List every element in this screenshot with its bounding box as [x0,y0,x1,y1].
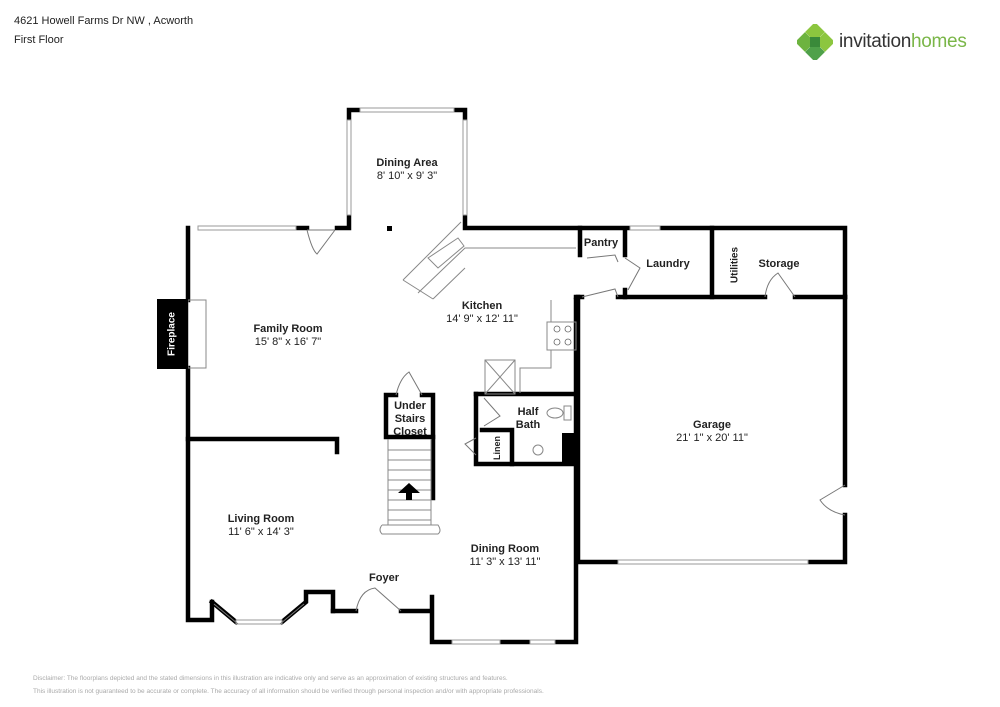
room-dims: 14' 9" x 12' 11" [446,313,518,325]
room-name-line1: Under [394,400,426,412]
brand-clover-icon [797,24,833,60]
room-name: Kitchen [461,300,503,312]
room-name: Dining Area [376,157,438,169]
room-name: Foyer [369,572,399,584]
disclaimer-line1: Disclaimer: The floorplans depicted and … [33,675,508,682]
room-dining-room: Dining Room 11' 3" x 13' 11" [470,543,541,569]
room-name: Garage [693,419,731,431]
room-dims: 21' 1" x 20' 11" [676,432,748,444]
room-name-line1: Half [517,406,539,418]
room-name: Pantry [583,237,619,249]
room-storage: Storage [759,258,800,271]
brand-name-part1: invitation [839,31,911,52]
room-name: Storage [758,258,800,270]
brand-logo: invitationhomes [797,24,967,60]
room-garage: Garage 21' 1" x 20' 11" [676,419,748,445]
room-name: Laundry [646,258,690,270]
room-under-stairs-closet: Under Stairs Closet [393,400,427,439]
room-linen: Linen [492,436,502,460]
room-dims: 15' 8" x 16' 7" [254,336,322,348]
room-family-room: Family Room 15' 8" x 16' 7" [253,323,322,349]
room-pantry: Pantry [584,237,618,250]
floor-label: First Floor [14,34,64,46]
room-name-line3: Closet [393,426,427,438]
fireplace-label: Fireplace [166,312,178,356]
room-laundry: Laundry [646,258,689,271]
room-dining-area: Dining Area 8' 10" x 9' 3" [376,157,437,183]
room-foyer: Foyer [369,572,399,585]
room-dims: 8' 10" x 9' 3" [376,170,438,182]
room-name-line2: Stairs [394,413,426,425]
room-kitchen: Kitchen 14' 9" x 12' 11" [446,300,518,326]
disclaimer-line2: This illustration is not guaranteed to b… [33,688,544,695]
room-name: Living Room [227,513,295,525]
room-utilities: Utilities [729,246,741,284]
room-name: Dining Room [470,543,540,555]
brand-name-part2: homes [911,31,967,52]
room-living-room: Living Room 11' 6" x 14' 3" [228,513,295,539]
room-name-line2: Bath [515,419,541,431]
room-dims: 11' 6" x 14' 3" [228,526,294,538]
room-name: Family Room [253,323,323,335]
room-half-bath: Half Bath [516,406,540,432]
property-address: 4621 Howell Farms Dr NW , Acworth [14,15,194,27]
room-dims: 11' 3" x 13' 11" [469,556,541,568]
